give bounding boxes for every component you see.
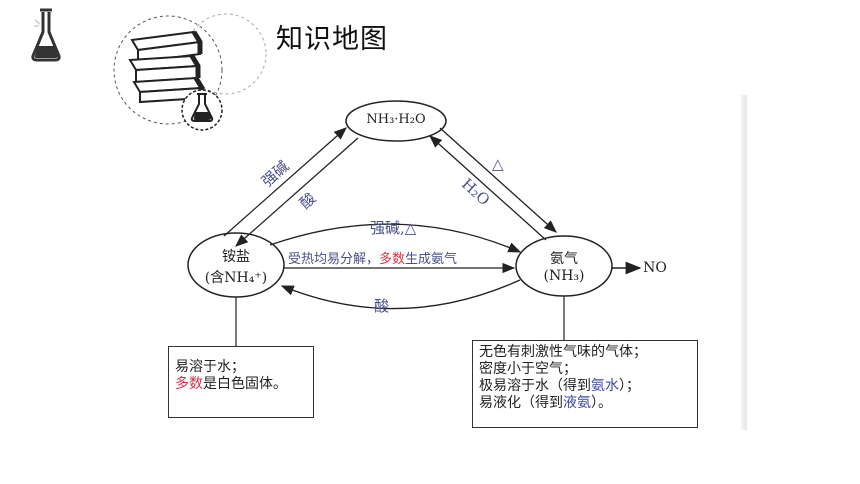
node-ammonia-water-label: NH₃·H₂O <box>366 112 426 127</box>
flask-icon <box>30 6 62 62</box>
node-ammonia-label-1: 氨气 <box>550 251 578 267</box>
ammonia-properties-box: 无色有刺激性气味的气体； 密度小于空气； 极易溶于水（得到氨水）； 易液化（得到… <box>472 340 698 428</box>
books-illustration <box>108 6 276 134</box>
page-title: 知识地图 <box>276 24 388 55</box>
salt-prop-line2-highlight: 多数 <box>175 376 203 392</box>
label-strong-base-delta-top: 强碱,△ <box>370 219 417 237</box>
ammonia-prop-line3-suffix: ）； <box>619 378 640 394</box>
label-delta-right: △ <box>492 155 504 173</box>
node-ammonium-salt-label-1: 铵盐 <box>222 249 250 265</box>
ammonia-prop-line4-highlight: 液氨 <box>563 395 591 411</box>
ammonia-prop-line2: 密度小于空气； <box>479 361 577 377</box>
ammonia-prop-line4-suffix: ）。 <box>591 395 612 411</box>
salt-prop-line1: 易溶于水； <box>175 359 245 375</box>
label-decompose-highlight: 多数 <box>379 252 406 267</box>
node-ammonia-water-ellipse <box>345 100 447 142</box>
label-decompose-prefix: 受热均易分解， <box>288 252 380 267</box>
ammonia-prop-line3: 极易溶于水（得到氨水）； <box>479 378 691 395</box>
salt-prop-line2-rest: 是白色固体。 <box>203 376 287 392</box>
label-acid-bottom: 酸 <box>374 297 390 315</box>
ammonium-salt-properties-box: 易溶于水； 多数是白色固体。 <box>168 346 314 418</box>
label-decompose-suffix: 生成氨气 <box>405 252 458 267</box>
ammonia-prop-line4-prefix: 易液化（得到 <box>479 395 563 411</box>
ammonia-prop-line3-highlight: 氨水 <box>591 378 619 394</box>
panel-edge <box>741 95 747 430</box>
node-no-label: NO <box>643 260 667 276</box>
node-ammonium-salt-label-2: (含NH₄⁺) <box>204 270 268 286</box>
salt-prop-line2: 多数是白色固体。 <box>175 376 307 393</box>
label-decompose: 受热均易分解，多数生成氨气 <box>288 248 457 267</box>
ammonia-prop-line1: 无色有刺激性气味的气体； <box>479 344 647 360</box>
ammonia-prop-line3-prefix: 极易溶于水（得到 <box>479 378 591 394</box>
node-ammonia-label-2: (NH₃) <box>543 268 585 284</box>
ammonia-prop-line4: 易液化（得到液氨）。 <box>479 395 691 412</box>
